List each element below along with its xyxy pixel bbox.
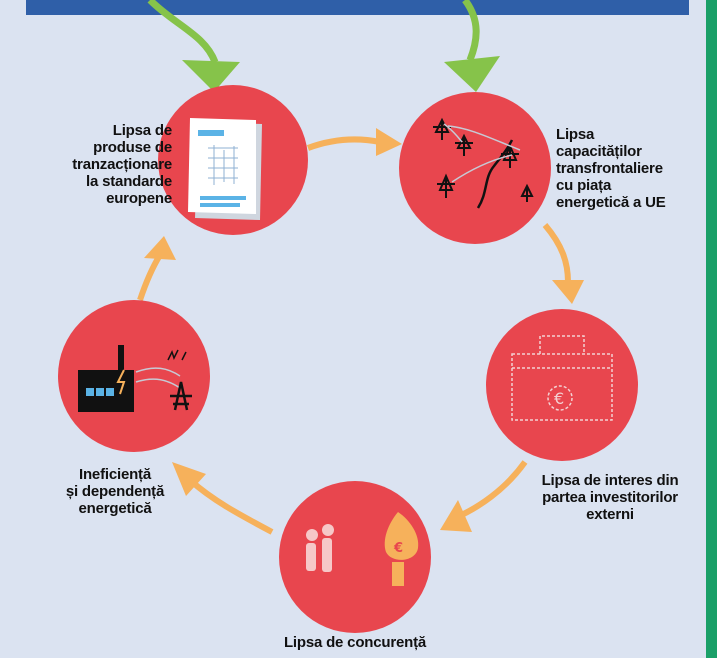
arrow-inefficiency-to-products (137, 236, 176, 301)
label-inefficiency: Ineficiență și dependență energetică (65, 466, 165, 517)
svg-text:€: € (554, 389, 564, 408)
people-moneybag-icon: € (306, 512, 419, 586)
label-investors: Lipsa de interes din partea investitoril… (541, 472, 679, 523)
label-competition: Lipsa de concurență (283, 634, 427, 651)
power-lines-icon (433, 117, 534, 209)
header-bar (26, 0, 689, 15)
node-circle-investors (486, 309, 638, 461)
factory-icon (78, 345, 192, 412)
right-accent-strip (706, 0, 717, 658)
arrow-products-to-capacity (306, 128, 402, 156)
green-arrow-left (147, 0, 240, 92)
label-products: Lipsa de produse de tranzacționare la st… (72, 122, 172, 207)
arrow-investors-to-competition (440, 460, 528, 532)
arrow-capacity-to-investors (542, 223, 584, 304)
green-arrow-right (444, 0, 500, 92)
label-capacity: Lipsa capacităților transfrontaliere cu … (556, 126, 666, 211)
briefcase-euro-icon: € (511, 335, 613, 421)
svg-text:€: € (393, 541, 403, 556)
arrow-competition-to-inefficiency (172, 462, 274, 535)
document-icon (188, 118, 262, 220)
